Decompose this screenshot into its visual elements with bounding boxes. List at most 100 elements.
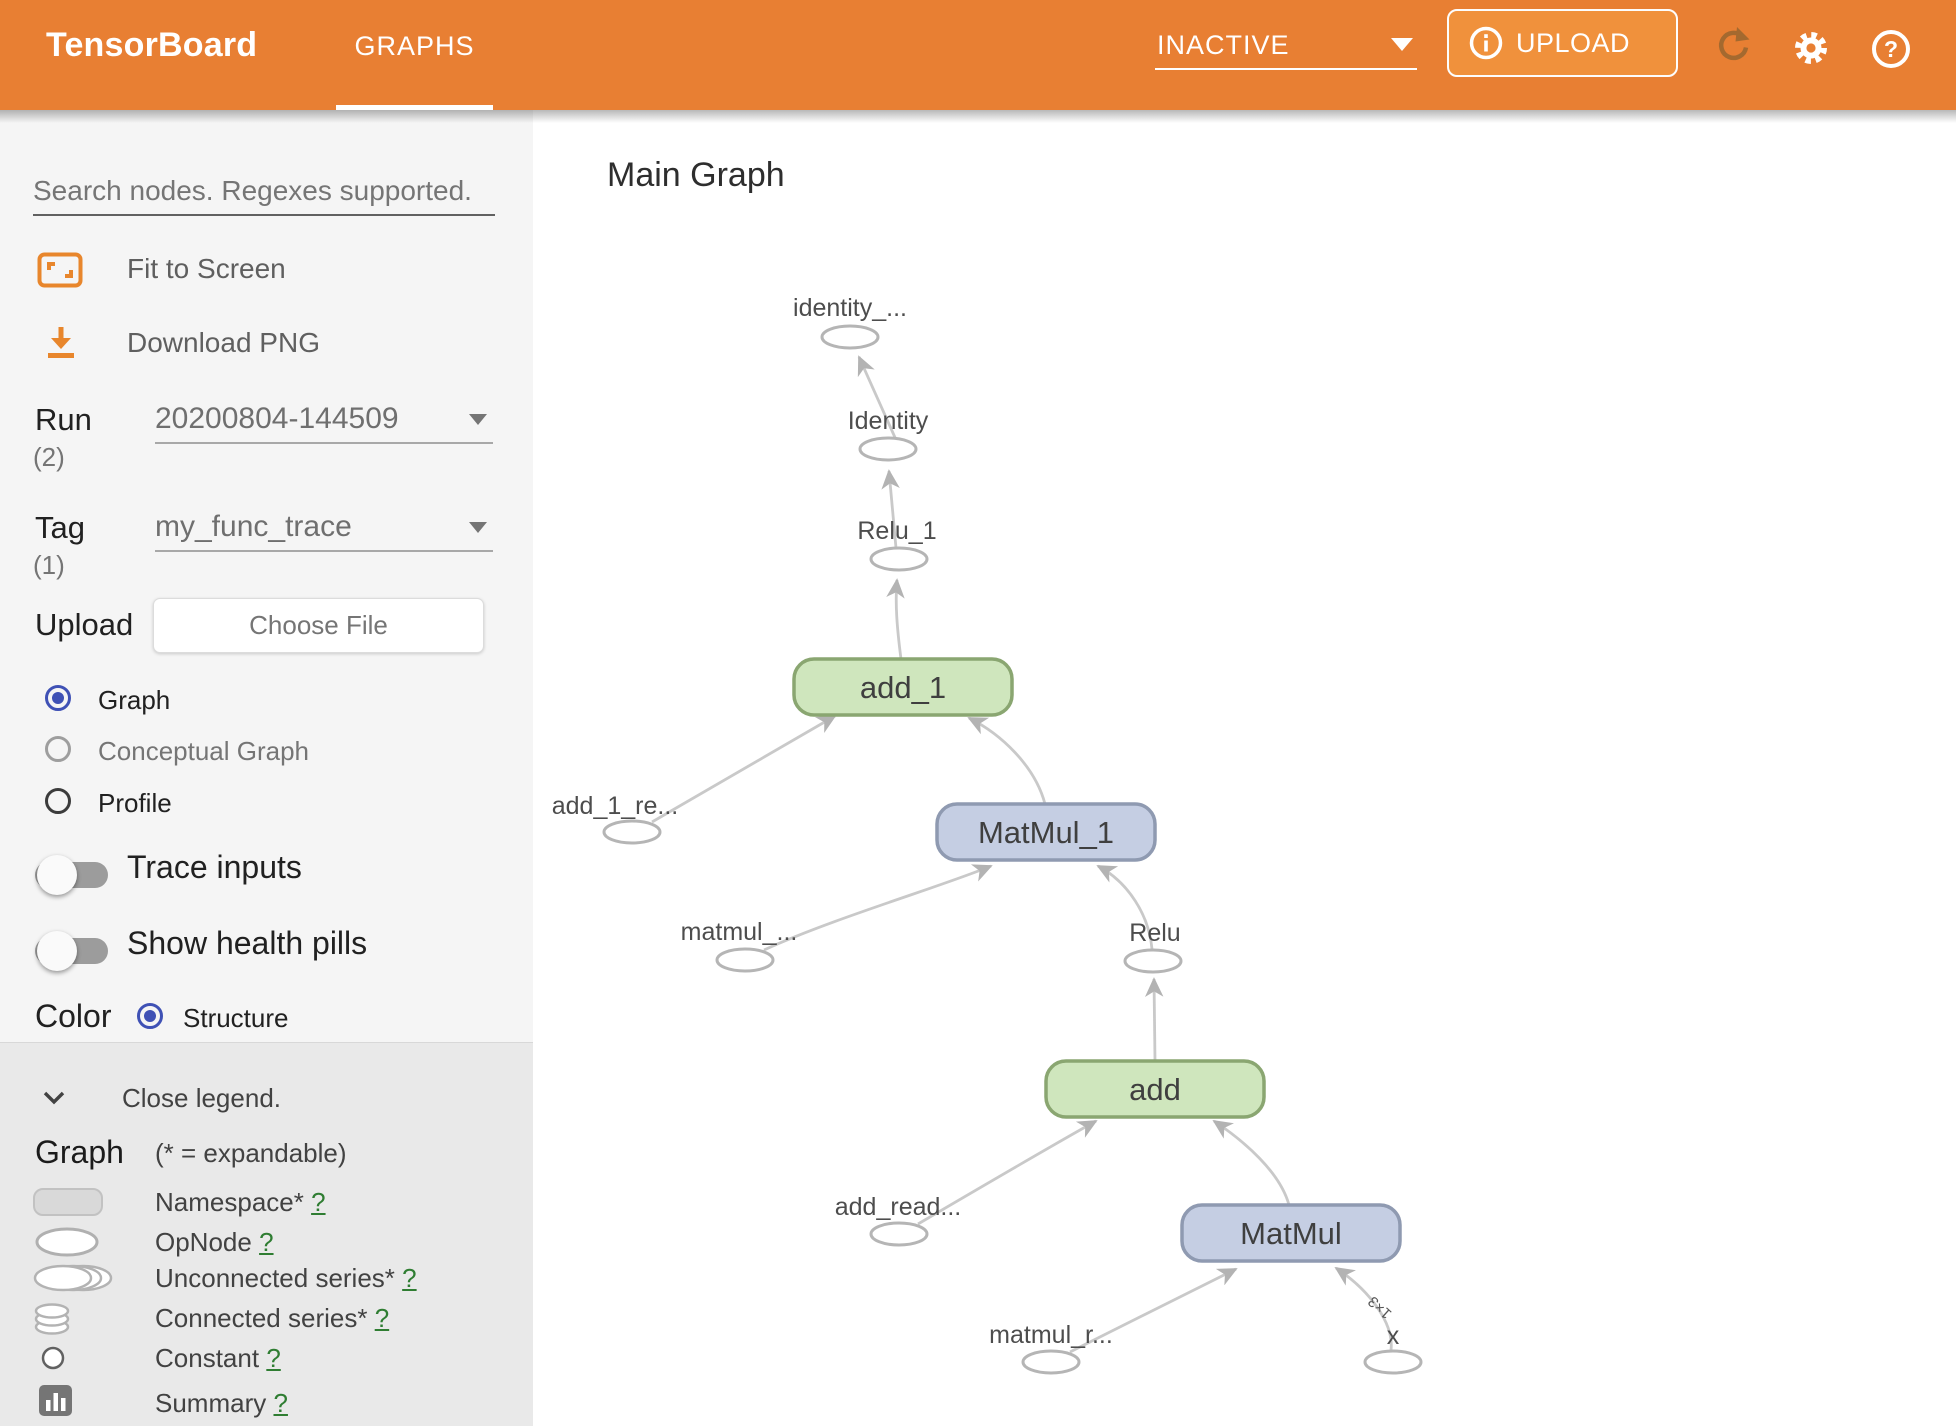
constant-icon (41, 1346, 65, 1370)
graph-node-x[interactable]: x (1363, 1322, 1423, 1375)
tab-graphs[interactable]: GRAPHS (354, 31, 475, 61)
dataflow-graph: 1×3 add_1 MatMul_1 add MatMul identity_.… (552, 294, 1423, 1375)
legend-item-label: Summary (155, 1388, 267, 1418)
show-health-pills-label: Show health pills (127, 925, 368, 961)
edge-x-to-matmul (1334, 1266, 1393, 1351)
legend-item-label: Unconnected series* (155, 1263, 395, 1293)
svg-text:Relu_1: Relu_1 (857, 517, 936, 545)
legend-item: Constant ? (155, 1343, 281, 1374)
radio-option-conceptual-graph[interactable]: Conceptual Graph (0, 734, 533, 768)
svg-text:add_1_re...: add_1_re... (552, 792, 679, 820)
graph-node-relu-1[interactable]: Relu_1 (857, 517, 937, 572)
color-by-label: Color (35, 998, 112, 1034)
graph-node-add-1[interactable]: add_1 (792, 657, 1014, 717)
legend-item: Unconnected series* ? (155, 1263, 417, 1294)
legend-item-label: Namespace* (155, 1187, 304, 1217)
graph-node-identity[interactable]: Identity (848, 407, 929, 462)
run-select[interactable]: 20200804-144509 (155, 400, 493, 444)
graph-node-matmul-1[interactable]: MatMul_1 (935, 802, 1157, 862)
tab-active-underline (336, 105, 493, 110)
download-png-label: Download PNG (127, 327, 320, 358)
fit-to-screen-button[interactable]: Fit to Screen (0, 250, 533, 290)
radio-label: Conceptual Graph (98, 736, 310, 766)
status-dropdown[interactable]: INACTIVE (1155, 0, 1417, 72)
graph-node-add[interactable]: add (1044, 1059, 1266, 1119)
legend-expandable-note: (* = expandable) (155, 1138, 347, 1168)
trace-inputs-toggle[interactable] (35, 855, 108, 895)
legend-item: Namespace* ? (155, 1187, 326, 1218)
sidebar: Fit to Screen Download PNG Run (2) 20200… (0, 110, 533, 1426)
upload-button-label: UPLOAD (1516, 27, 1631, 58)
edge-matmul1-to-add1 (967, 716, 1047, 805)
svg-text:add: add (1129, 1072, 1181, 1107)
radio-option-profile[interactable]: Profile (0, 786, 533, 820)
help-link[interactable]: ? (259, 1227, 274, 1257)
graph-node-identity-out[interactable]: identity_... (793, 294, 907, 350)
fit-to-screen-label: Fit to Screen (127, 253, 286, 284)
legend-item: OpNode ? (155, 1227, 274, 1258)
upload-button[interactable]: UPLOAD (1447, 9, 1678, 77)
run-count: (2) (33, 442, 65, 472)
svg-text:add_1: add_1 (860, 670, 946, 705)
tag-select[interactable]: my_func_trace (155, 508, 493, 552)
run-label: Run (35, 402, 92, 437)
color-by-structure-option[interactable]: Structure (92, 1001, 625, 1035)
help-link[interactable]: ? (311, 1187, 326, 1217)
choose-file-button[interactable]: Choose File (153, 598, 484, 653)
edge-add1read-to-add1 (651, 714, 837, 824)
radio-unselected-icon (45, 788, 71, 814)
radio-option-graph[interactable]: Graph (0, 683, 533, 717)
status-dropdown-underline (1155, 68, 1417, 70)
search-input[interactable] (33, 168, 495, 216)
gear-icon[interactable] (1790, 27, 1832, 69)
download-icon (48, 327, 74, 358)
toggle-knob (37, 855, 77, 895)
chevron-down-icon (469, 414, 487, 425)
chevron-down-icon (43, 1091, 65, 1105)
legend-item-label: Constant (155, 1343, 260, 1373)
svg-text:Identity: Identity (848, 407, 929, 435)
trace-inputs-row: Trace inputs (0, 849, 533, 905)
status-dropdown-value: INACTIVE (1157, 30, 1290, 60)
svg-text:matmul_...: matmul_... (681, 918, 798, 946)
graph-node-add-1-read[interactable]: add_1_re... (552, 792, 679, 845)
graph-node-matmul-read[interactable]: matmul_r... (989, 1321, 1113, 1375)
svg-text:x: x (1387, 1322, 1400, 1350)
help-icon[interactable]: ? (1870, 28, 1912, 70)
graph-node-matmul-1-read[interactable]: matmul_... (681, 918, 798, 973)
graph-node-add-read[interactable]: add_read... (835, 1193, 962, 1247)
connected-series-icon (34, 1303, 70, 1335)
help-link[interactable]: ? (273, 1388, 288, 1418)
edge-relu1-to-identity (881, 469, 900, 549)
legend-item: Summary ? (155, 1388, 288, 1419)
edge-add1-to-relu1 (886, 578, 905, 660)
trace-inputs-label: Trace inputs (127, 849, 302, 885)
edge-relu-to-matmul1 (1096, 864, 1154, 950)
graph-canvas[interactable]: Main Graph 1×3 add_1 (533, 110, 1956, 1426)
graph-node-relu[interactable]: Relu (1123, 919, 1183, 974)
svg-text:Relu: Relu (1129, 919, 1180, 947)
help-link[interactable]: ? (402, 1263, 417, 1293)
svg-text:add_read...: add_read... (835, 1193, 962, 1221)
info-icon (1469, 26, 1503, 60)
edge-addread-to-add (917, 1119, 1098, 1226)
refresh-icon[interactable] (1712, 24, 1754, 66)
legend-item-label: OpNode (155, 1227, 252, 1257)
edge-matmul-to-add (1212, 1119, 1291, 1206)
help-link[interactable]: ? (266, 1343, 281, 1373)
close-legend-button[interactable]: Close legend. (42, 1083, 281, 1113)
unconnected-series-icon (33, 1264, 113, 1292)
radio-selected-icon (45, 685, 71, 711)
help-link[interactable]: ? (374, 1303, 390, 1333)
graph-node-matmul[interactable]: MatMul (1180, 1203, 1402, 1263)
radio-label: Graph (98, 685, 171, 715)
close-legend-label: Close legend. (122, 1083, 281, 1113)
edge-identity-to-identity-out (857, 355, 899, 443)
show-health-pills-toggle[interactable] (35, 931, 108, 971)
tag-select-value: my_func_trace (155, 510, 352, 543)
chevron-down-icon (469, 522, 487, 533)
svg-text:?: ? (1884, 36, 1898, 62)
edge-matmulread1-to-matmul1 (763, 864, 993, 952)
download-png-button[interactable]: Download PNG (0, 324, 533, 364)
